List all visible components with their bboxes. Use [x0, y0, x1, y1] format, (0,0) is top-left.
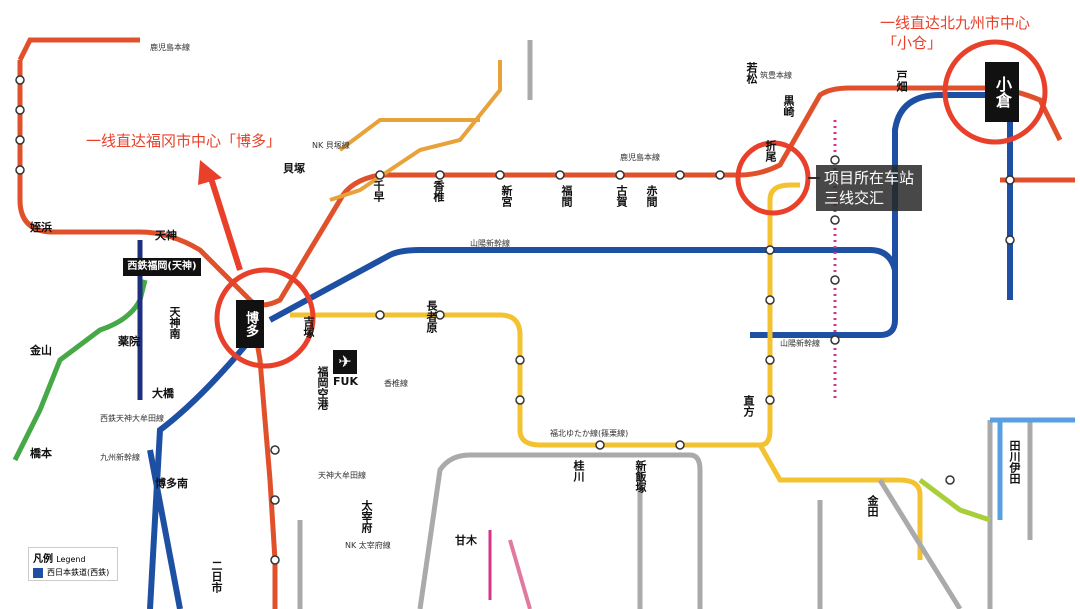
station-akama[interactable]: 赤間 [645, 185, 658, 207]
station-kashii[interactable]: 香椎 [432, 180, 445, 202]
station-ohashi[interactable]: 大橋 [152, 387, 174, 400]
station-hashimoto[interactable]: 橋本 [30, 447, 52, 460]
station-dazaifu[interactable]: 太宰府 [360, 500, 373, 533]
callout-project-line1: 项目所在车站 [824, 169, 915, 187]
kashii-line [329, 60, 502, 202]
sanyo-shinkansen-north [892, 92, 1000, 270]
station-tenjin[interactable]: 天神 [155, 229, 177, 242]
station-dots [15, 75, 1015, 565]
tag-kashii: 香椎線 [384, 379, 408, 388]
chikuho-line [757, 443, 923, 560]
legend-swatch [33, 567, 43, 578]
monorail [990, 417, 1075, 520]
legend-title-en: Legend [56, 555, 86, 564]
station-yakuin[interactable]: 薬院 [118, 335, 140, 348]
kashii-line-2 [338, 118, 480, 152]
hub-hakata[interactable]: 博多 [236, 300, 264, 348]
hakata-arrow [207, 174, 243, 271]
station-fukuokakuko[interactable]: 福岡空港 [316, 366, 329, 410]
station-nogata[interactable]: 直方 [742, 395, 755, 417]
station-fukuma[interactable]: 福間 [560, 185, 573, 207]
station-kurosaki[interactable]: 黒崎 [782, 95, 795, 117]
tag-sanyo-2: 山陽新幹線 [780, 339, 820, 348]
station-iizuka[interactable]: 新飯塚 [634, 460, 647, 493]
tag-chikuho: 筑豊本線 [760, 71, 792, 80]
station-kaizuka[interactable]: 貝塚 [283, 162, 305, 175]
nishitetsu-line-5 [877, 478, 963, 609]
kyushu-shinkansen-2 [147, 449, 183, 609]
airport-icon[interactable]: ✈ [333, 350, 357, 374]
station-katsura[interactable]: 桂川 [572, 460, 585, 482]
tag-kyushu: 九州新幹線 [100, 453, 140, 462]
legend: 凡例 Legend 西日本鉄道(西鉄) [28, 547, 118, 581]
station-kinda[interactable]: 金田 [866, 495, 879, 517]
fukuhoku-line [290, 182, 800, 448]
hub-kokura[interactable]: 小倉 [985, 62, 1019, 122]
sanyo-shinkansen [268, 247, 898, 338]
tag-dazaifu: NK 太宰府線 [345, 541, 391, 550]
kyushu-shinkansen [147, 338, 253, 609]
station-orio[interactable]: 折尾 [764, 140, 777, 162]
callout-hakata: 一线直达福冈市中心「博多」 [86, 132, 282, 150]
station-tagawa[interactable]: 田川伊田 [1008, 440, 1021, 484]
station-shingu[interactable]: 新宮 [500, 185, 513, 207]
legend-title: 凡例 [33, 554, 53, 565]
kagoshima-line-north [17, 37, 140, 62]
callout-project-line2: 三线交汇 [824, 189, 885, 207]
kagoshima-line-south [247, 299, 278, 609]
station-nagao[interactable]: 長者原 [425, 300, 438, 333]
kagoshima-line [17, 60, 1063, 308]
station-tobata[interactable]: 戸畑 [895, 70, 908, 92]
airport-code: FUK [333, 375, 358, 388]
tag-kagoshima-1: 鹿児島本線 [150, 43, 190, 52]
nishitetsu-line [417, 452, 703, 609]
tag-kagoshima-2: 鹿児島本線 [620, 153, 660, 162]
tag-nk: NK 貝塚線 [312, 141, 350, 150]
heisei-line [918, 478, 991, 523]
hub-tenjin[interactable]: 西鉄福岡(天神) [123, 258, 201, 276]
tag-fukuhoku: 福北ゆたか線(篠栗線) [550, 429, 629, 438]
subway-green [12, 279, 148, 462]
callout-kokura-1: 一线直达北九州市中心 [880, 14, 1031, 32]
station-hakataminami[interactable]: 博多南 [155, 477, 188, 490]
legend-item-1: 西日本鉄道(西鉄) [47, 568, 110, 577]
tag-nishitetsu: 西鉄天神大牟田線 [100, 414, 164, 423]
station-yoshizuka[interactable]: 吉塚 [302, 316, 315, 338]
station-kanayama[interactable]: 金山 [30, 344, 52, 357]
station-chihaya[interactable]: 千早 [372, 180, 385, 202]
station-wakamatsu[interactable]: 若松 [745, 62, 758, 84]
hakata-highlight-circle [214, 267, 316, 369]
kokura-highlight-circle [942, 39, 1048, 145]
station-koga[interactable]: 古賀 [615, 185, 628, 207]
tag-tenjin-omuta: 天神大牟田線 [318, 471, 366, 480]
hakata-arrow-head [198, 160, 222, 185]
station-tenjinminami[interactable]: 天神南 [168, 306, 181, 339]
station-meinohama[interactable]: 姪浜 [30, 221, 52, 234]
station-futsukaichi[interactable]: 二日市 [210, 560, 223, 593]
amagi-line [508, 539, 532, 609]
station-amagi[interactable]: 甘木 [455, 534, 477, 547]
tag-sanyo-1: 山陽新幹線 [470, 239, 510, 248]
callout-kokura-2: 「小仓」 [882, 34, 943, 52]
callout-project: 项目所在车站 三线交汇 [816, 165, 923, 211]
